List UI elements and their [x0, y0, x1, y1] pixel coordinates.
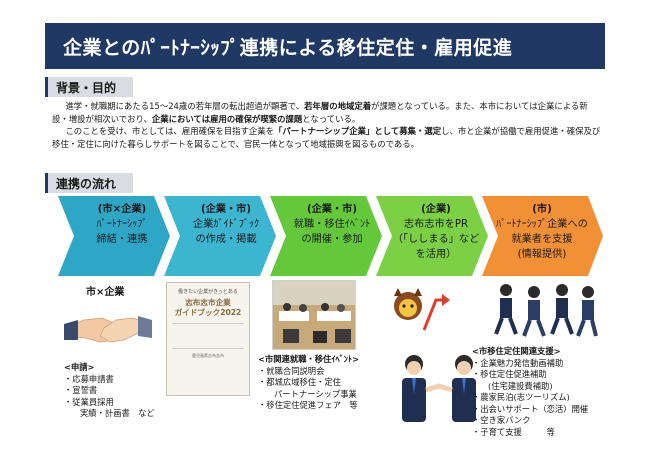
- background-paragraph-2: このことを受け、市としては、雇用確保を目指す企業を「パートナーシップ企業」として…: [52, 125, 602, 150]
- guidebook-body-placeholder: [172, 337, 244, 342]
- col1-list-head: <申請>: [64, 362, 155, 374]
- col3-list-item: ・就職合同説明会: [258, 366, 359, 378]
- worker-icon: [552, 284, 572, 334]
- guidebook-tagline: 働きたい企業がきっとある: [172, 288, 244, 295]
- section-label-background: 背景・目的: [45, 77, 133, 97]
- section-label-flow: 連携の流れ: [45, 173, 133, 193]
- col3-list-item: ・移住定住促進フェア 等: [258, 400, 359, 412]
- col1-list-item: ・従業員採用: [64, 397, 155, 409]
- background-paragraph-1: 進学・就職期にあたる15～24歳の若年層の転出超過が顕著で、若年層の地域定着が課…: [52, 100, 602, 125]
- col1-list-item: 実績・計画書 など: [64, 408, 155, 420]
- col1-list: <申請> ・応募申請書 ・宣誓書 ・従業員採用 実績・計画書 など: [64, 362, 155, 420]
- guidebook-divider: [172, 323, 244, 324]
- handshake-icon: [64, 298, 152, 358]
- page-title: 企業とのﾊﾟｰﾄﾅｰｼｯﾌﾟ連携による移住定住・雇用促進: [45, 23, 605, 69]
- col5-list-item: ・空き家バンク: [472, 415, 588, 427]
- running-workers-illustration: [490, 280, 602, 340]
- col5-list-head: <市移住定住関連支援>: [472, 346, 588, 358]
- guidebook-cover: 働きたい企業がきっとある 志布志市企業 ガイドブック2022 鹿児島県志布志市: [166, 282, 250, 396]
- col1-list-item: ・応募申請書: [64, 374, 155, 386]
- col3-list-item: パートナーシップ事業: [258, 389, 359, 401]
- mascot-icon: [394, 288, 422, 320]
- guidebook-title: 志布志市企業 ガイドブック2022: [172, 298, 244, 317]
- col3-list: <市関連就職・移住ｲﾍﾞﾝﾄ> ・就職合同説明会 ・都城広域移住・定住 パートナ…: [258, 354, 359, 412]
- col3-list-head: <市関連就職・移住ｲﾍﾞﾝﾄ>: [258, 354, 359, 366]
- worker-icon: [496, 284, 516, 334]
- col1-label: 市×企業: [86, 283, 124, 298]
- worker-icon: [578, 286, 596, 336]
- businessman-left-icon: [402, 355, 426, 422]
- col5-list-item: (住宅建設費補助): [472, 381, 588, 393]
- flow-step-2: (企業・市) 企業ｶﾞｲﾄﾞﾌﾞｯｸ の作成・掲載: [176, 202, 276, 247]
- flow-step-4: (企業) 志布志市をPR （「ししまる」など を活用）: [386, 202, 486, 262]
- col3-list-item: ・都城広域移住・定住: [258, 377, 359, 389]
- col5-list-item: ・子育て支援 等: [472, 427, 588, 439]
- flow-step-5: (市) ﾊﾟｰﾄﾅｰｼｯﾌﾟ企業への 就業者を支援 (情報提供): [492, 202, 592, 262]
- worker-icon: [524, 286, 544, 336]
- flow-step-3: (企業・市) 就職・移住ｲﾍﾞﾝﾄ の開催・参加: [282, 202, 382, 247]
- col5-list-item: ・出会いサポート（恋活）開催: [472, 404, 588, 416]
- guidebook-publisher: 鹿児島県志布志市: [172, 353, 244, 359]
- event-photo: [272, 280, 356, 350]
- flow-step-1: (市×企業) ﾊﾟｰﾄﾅｰｼｯﾌﾟ 締結・連携: [72, 202, 172, 247]
- event-photo-image: [273, 281, 356, 350]
- guidebook-body-placeholder: [172, 328, 244, 333]
- col5-list: <市移住定住関連支援> ・企業魅力発信動画補助 ・移住定住促進補助 (住宅建設費…: [472, 346, 588, 438]
- background-text: 進学・就職期にあたる15～24歳の若年層の転出超過が顕著で、若年層の地域定着が課…: [52, 100, 602, 150]
- col1-list-item: ・宣誓書: [64, 385, 155, 397]
- guidebook-divider: [172, 348, 244, 349]
- col5-list-item: ・農家民泊(志ツーリズム): [472, 392, 588, 404]
- col5-list-item: ・企業魅力発信動画補助: [472, 358, 588, 370]
- col5-list-item: ・移住定住促進補助: [472, 369, 588, 381]
